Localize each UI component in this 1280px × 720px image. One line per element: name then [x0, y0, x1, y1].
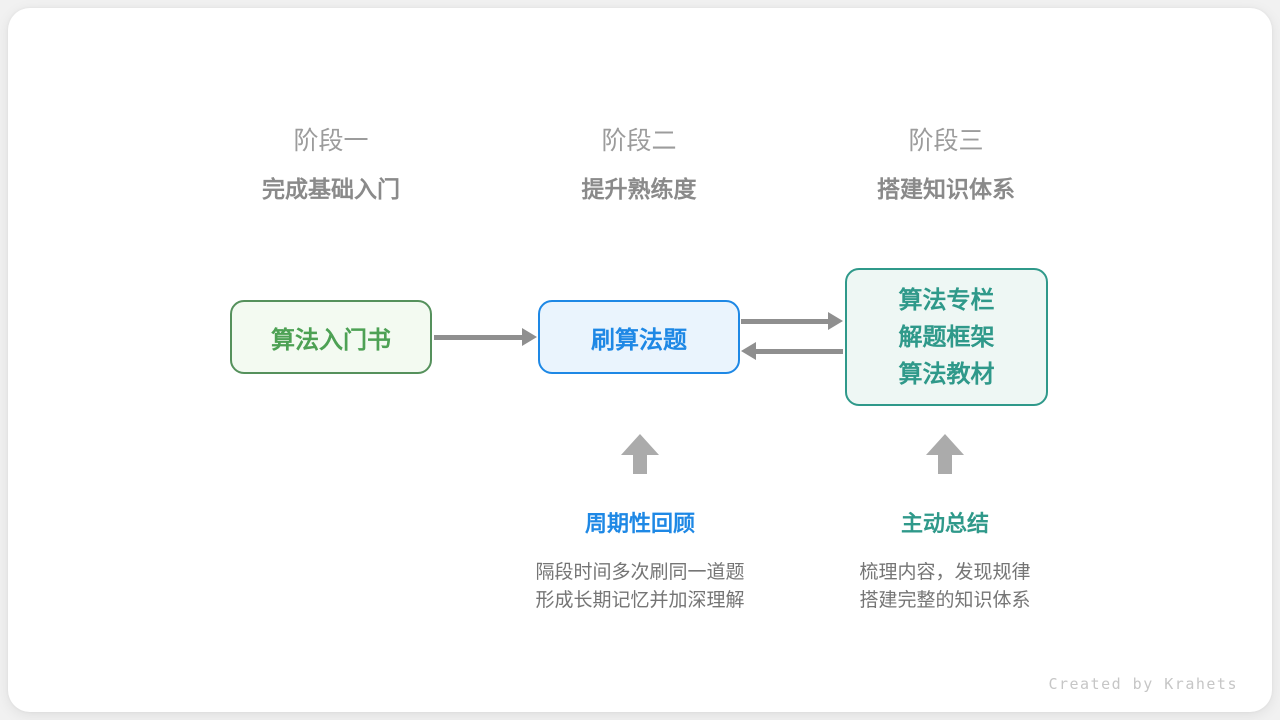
node-practice-problems-label: 刷算法题 [591, 325, 687, 354]
node-knowledge-sources-line-3: 算法教材 [898, 359, 995, 388]
arrow-intro-to-practice-head-icon [522, 328, 537, 346]
annotation-periodic-review: 周期性回顾 隔段时间多次刷同一道题 形成长期记忆并加深理解 [470, 511, 810, 614]
node-intro-book: 算法入门书 [230, 300, 432, 374]
node-practice-problems: 刷算法题 [538, 300, 740, 374]
stage-header-3: 阶段三 搭建知识体系 [786, 126, 1106, 204]
node-knowledge-sources: 算法专栏 解题框架 算法教材 [845, 268, 1048, 406]
arrow-intro-to-practice-line [434, 335, 522, 340]
annotation-active-summary-title: 主动总结 [900, 512, 989, 537]
stage-2-label: 阶段二 [601, 126, 677, 155]
arrow-practice-to-sources-head-icon [828, 312, 843, 330]
annotation-active-summary-body: 梳理内容，发现规律 搭建完整的知识体系 [775, 558, 1115, 614]
arrow-sources-to-practice-head-icon [741, 342, 756, 360]
stage-header-1: 阶段一 完成基础入门 [171, 126, 491, 204]
stage-header-2: 阶段二 提升熟练度 [479, 126, 799, 204]
up-arrow-icon-summary [926, 434, 964, 474]
arrow-practice-to-sources-line [741, 319, 829, 324]
node-knowledge-sources-line-2: 解题框架 [898, 322, 995, 351]
credit-text: Created by Krahets [1048, 675, 1238, 693]
stage-3-label: 阶段三 [908, 126, 984, 155]
annotation-active-summary-line-2: 搭建完整的知识体系 [859, 589, 1031, 611]
arrow-sources-to-practice-line [756, 349, 843, 354]
stage-3-subtitle: 搭建知识体系 [877, 177, 1015, 203]
annotation-active-summary-line-1: 梳理内容，发现规律 [859, 561, 1031, 583]
stage-1-label: 阶段一 [293, 126, 369, 155]
annotation-active-summary: 主动总结 梳理内容，发现规律 搭建完整的知识体系 [775, 511, 1115, 614]
node-knowledge-sources-line-1: 算法专栏 [898, 285, 995, 314]
annotation-periodic-review-body: 隔段时间多次刷同一道题 形成长期记忆并加深理解 [470, 558, 810, 614]
annotation-periodic-review-line-1: 隔段时间多次刷同一道题 [535, 561, 745, 583]
stage-2-subtitle: 提升熟练度 [581, 177, 697, 203]
node-intro-book-label: 算法入门书 [271, 325, 391, 354]
annotation-periodic-review-line-2: 形成长期记忆并加深理解 [535, 589, 745, 611]
up-arrow-icon-review [621, 434, 659, 474]
stage-1-subtitle: 完成基础入门 [262, 177, 400, 203]
annotation-periodic-review-title: 周期性回顾 [584, 512, 695, 537]
